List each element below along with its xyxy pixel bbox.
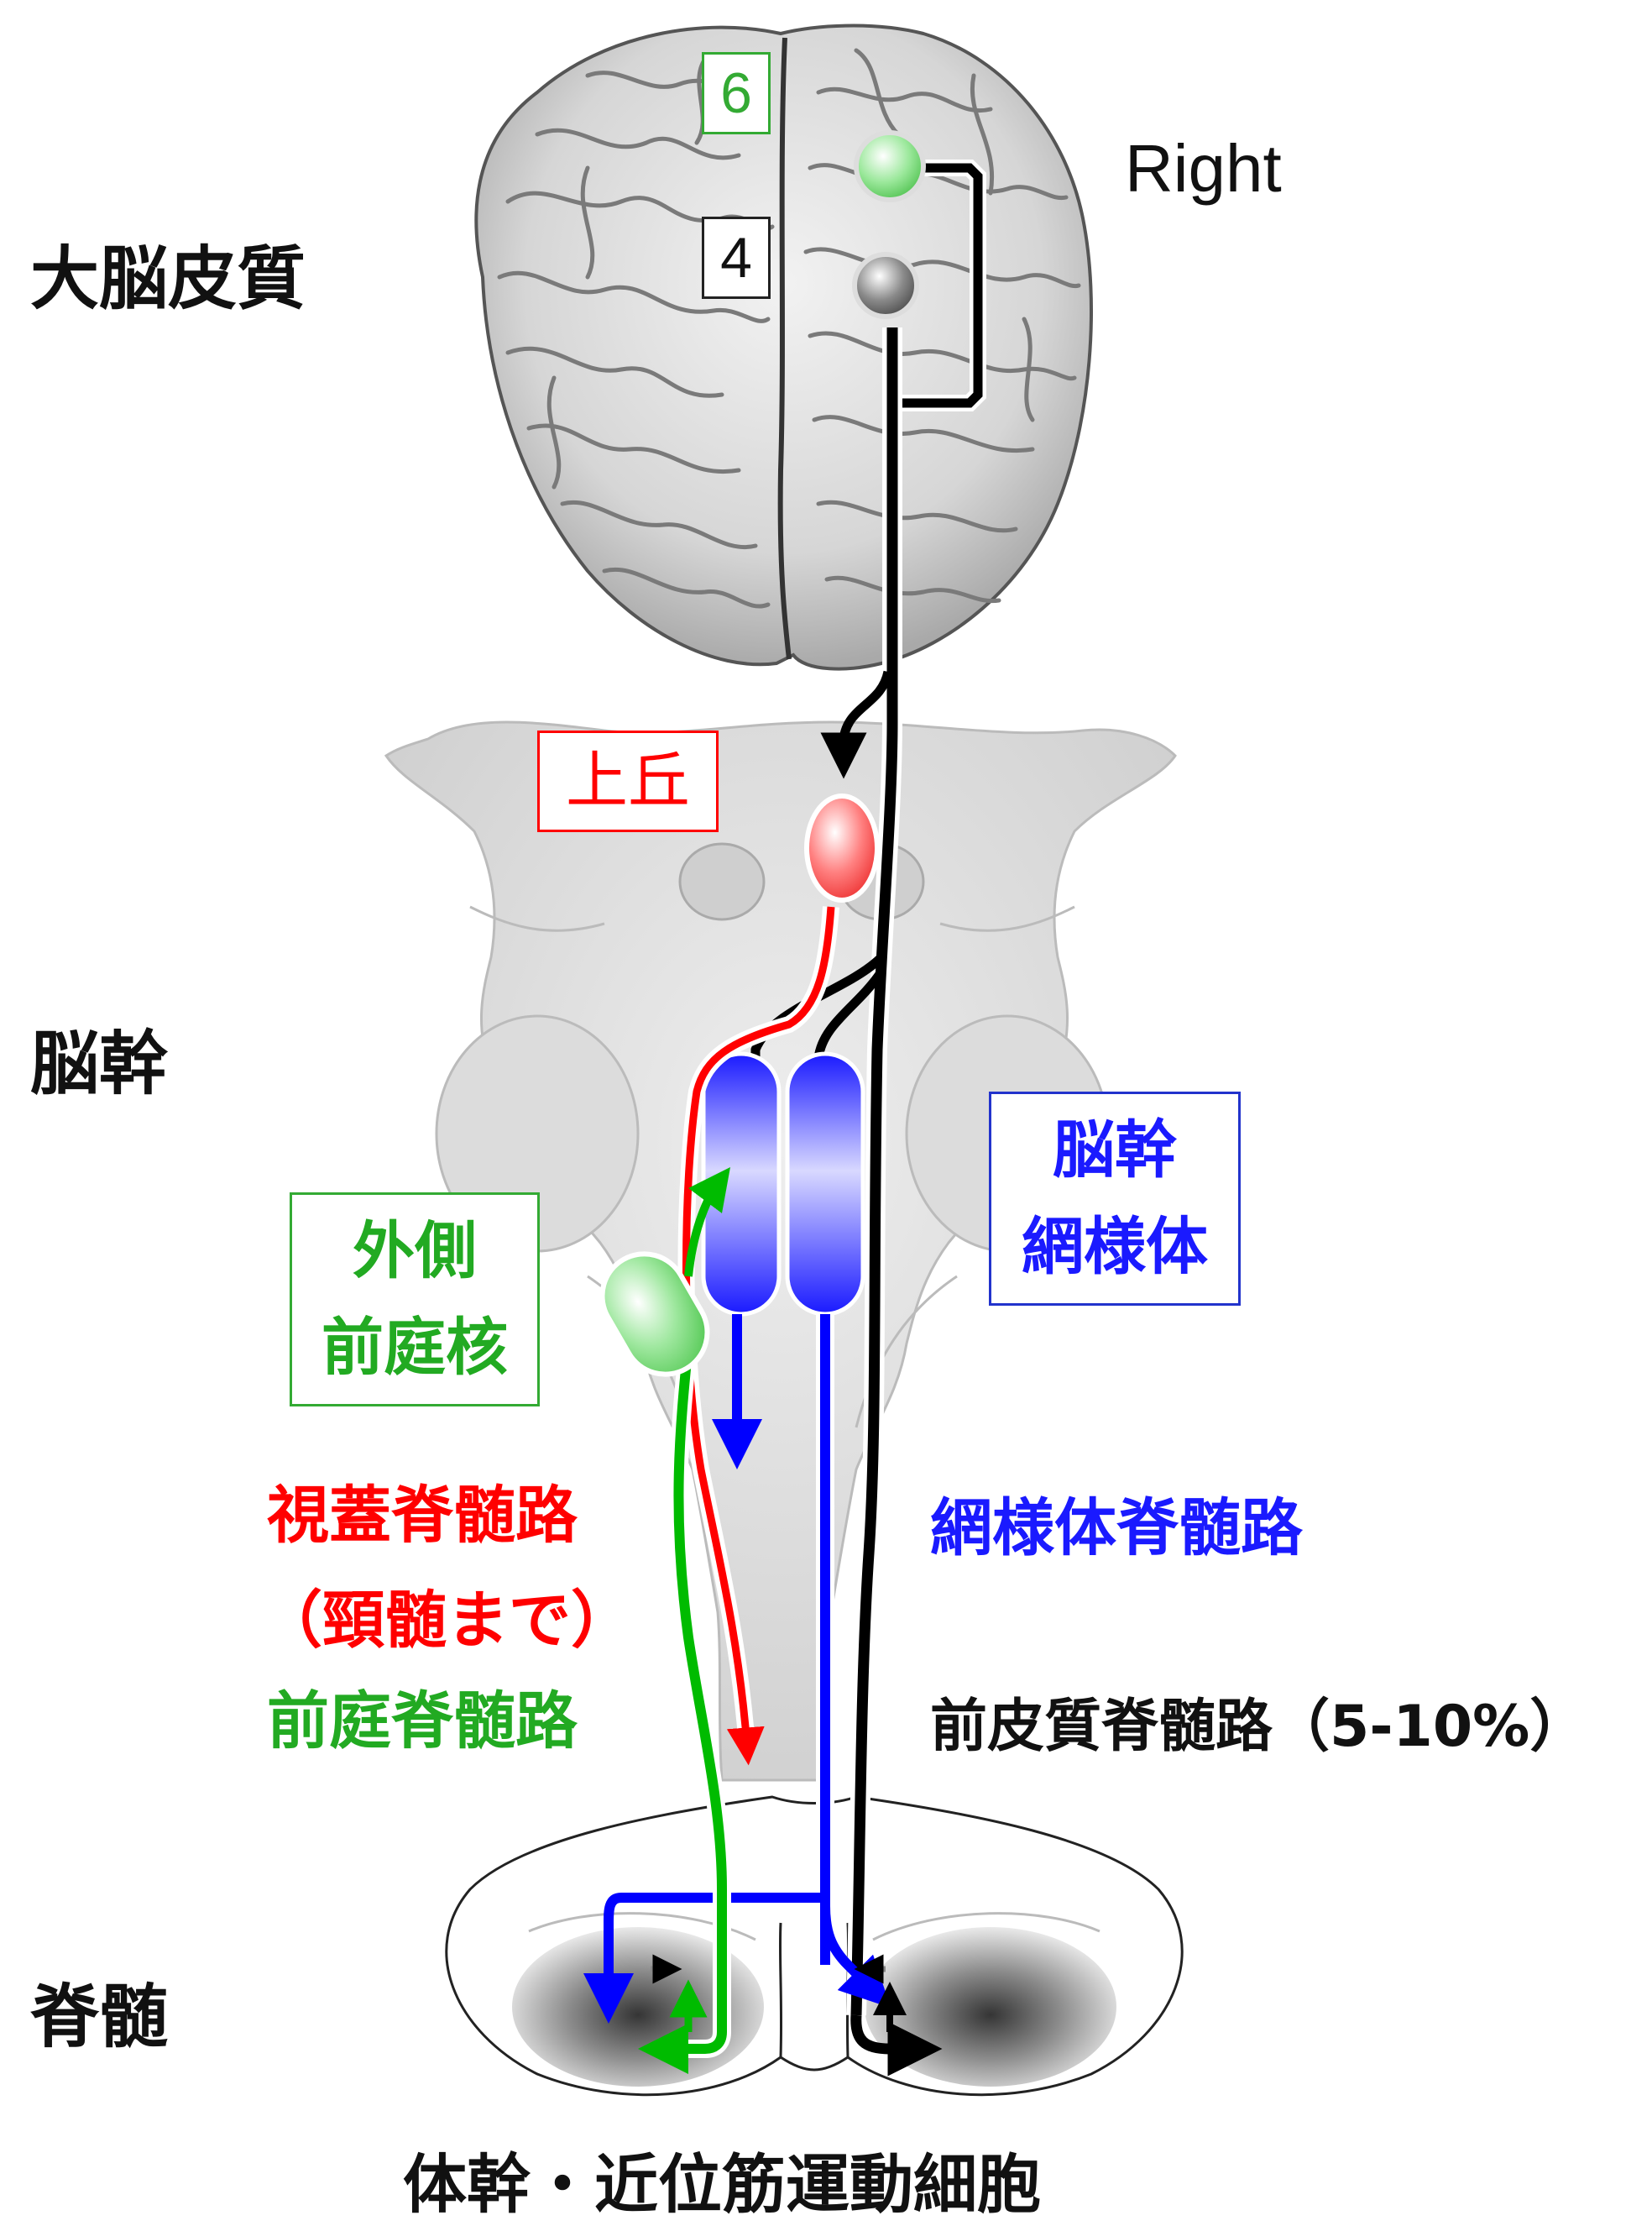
- superior-colliculus-nucleus: [807, 796, 877, 900]
- region-label-spinal-cord: 脊髄: [30, 1961, 168, 2061]
- side-label: Right: [1125, 130, 1282, 207]
- area6-label: 6: [702, 52, 771, 134]
- spinal-cord-section: [447, 1797, 1182, 2095]
- region-label-brainstem: 脳幹: [30, 1008, 168, 1108]
- superior-colliculus-label: 上丘: [537, 731, 719, 832]
- reticulospinal-tract-label: 網様体脊髄路: [930, 1478, 1303, 1568]
- anterior-corticospinal-tract-label: 前皮質脊髄路（5-10%）: [930, 1679, 1587, 1762]
- reticular-formation-line1: 脳幹: [991, 1103, 1238, 1199]
- area4-label: 4: [702, 217, 771, 299]
- lateral-vestibular-line1: 外側: [292, 1203, 537, 1300]
- target-motor-neurons-label: 体幹・近位筋運動細胞: [403, 2133, 1041, 2225]
- lateral-vestibular-line2: 前庭核: [292, 1300, 537, 1396]
- cerebrum-illustration: [476, 26, 1091, 669]
- lateral-vestibular-label: 外側 前庭核: [290, 1192, 540, 1406]
- area4-neuron: [855, 254, 917, 317]
- area6-neuron: [856, 133, 923, 200]
- reticular-formation-line2: 網様体: [991, 1199, 1238, 1296]
- region-label-cortex: 大脳皮質: [30, 223, 306, 322]
- tectospinal-note: （頸髄まで）: [260, 1570, 633, 1660]
- reticular-formation-label: 脳幹 網様体: [989, 1092, 1241, 1306]
- tectospinal-tract-label: 視蓋脊髄路: [267, 1465, 578, 1555]
- vestibulospinal-tract-label: 前庭脊髄路: [267, 1671, 578, 1761]
